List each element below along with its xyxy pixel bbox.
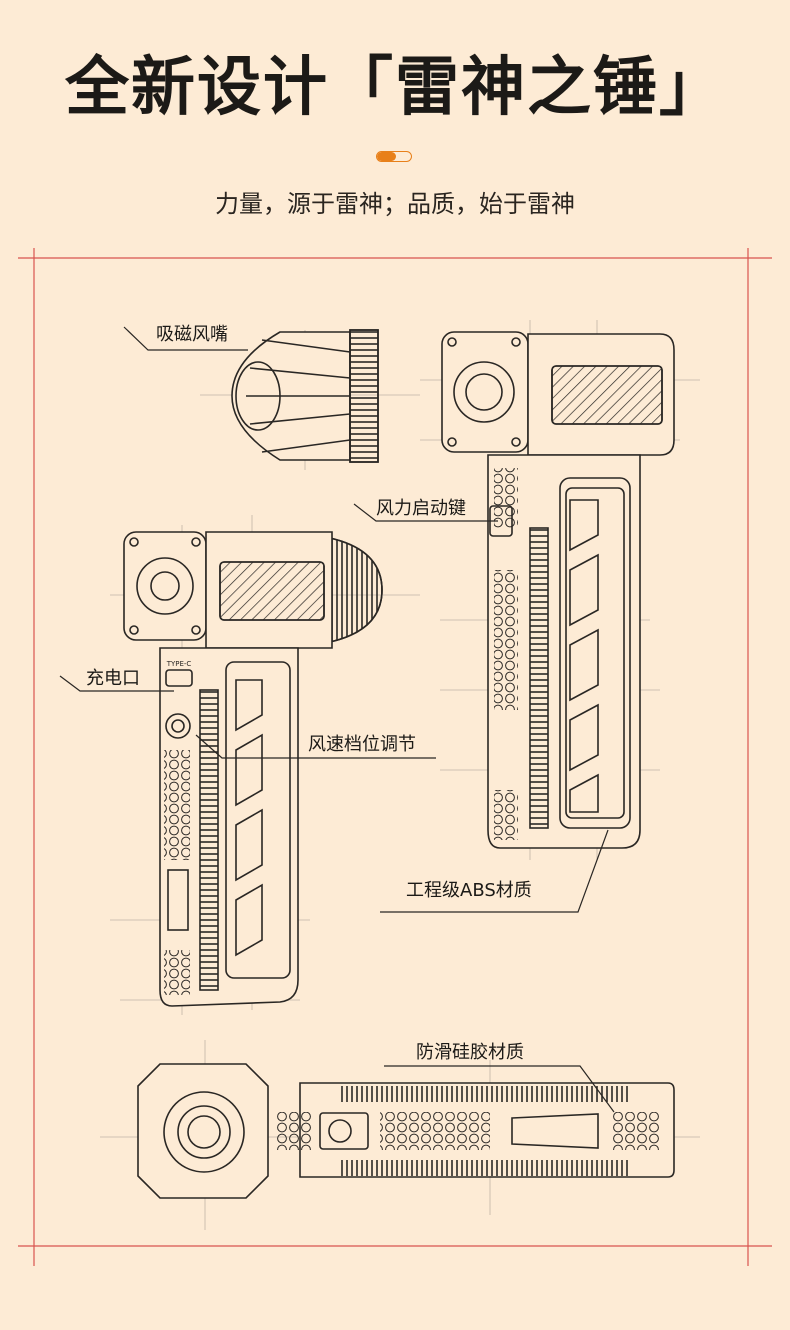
page-indicator-fill (377, 152, 396, 161)
callout-start-button: 风力启动键 (376, 498, 466, 519)
page-title: 全新设计「雷神之锤」 (65, 51, 725, 125)
page-indicator (376, 151, 412, 162)
drafting-frame (18, 248, 772, 1266)
type-c-port-label: TYPE-C (166, 660, 192, 668)
callout-speed-control: 风速档位调节 (308, 734, 416, 755)
blower-left-illustration (123, 531, 383, 1007)
callout-leaders (59, 326, 615, 1113)
nozzle-illustration (231, 329, 379, 463)
blower-right-illustration (441, 331, 675, 849)
callout-charging-port: 充电口 (86, 668, 140, 689)
callout-nozzle: 吸磁风嘴 (156, 324, 228, 345)
callout-grip-material: 防滑硅胶材质 (416, 1042, 524, 1063)
callout-body-material: 工程级ABS材质 (406, 880, 532, 901)
page-subtitle: 力量，源于雷神；品质，始于雷神 (215, 190, 575, 218)
blower-side-illustration (137, 1063, 675, 1199)
